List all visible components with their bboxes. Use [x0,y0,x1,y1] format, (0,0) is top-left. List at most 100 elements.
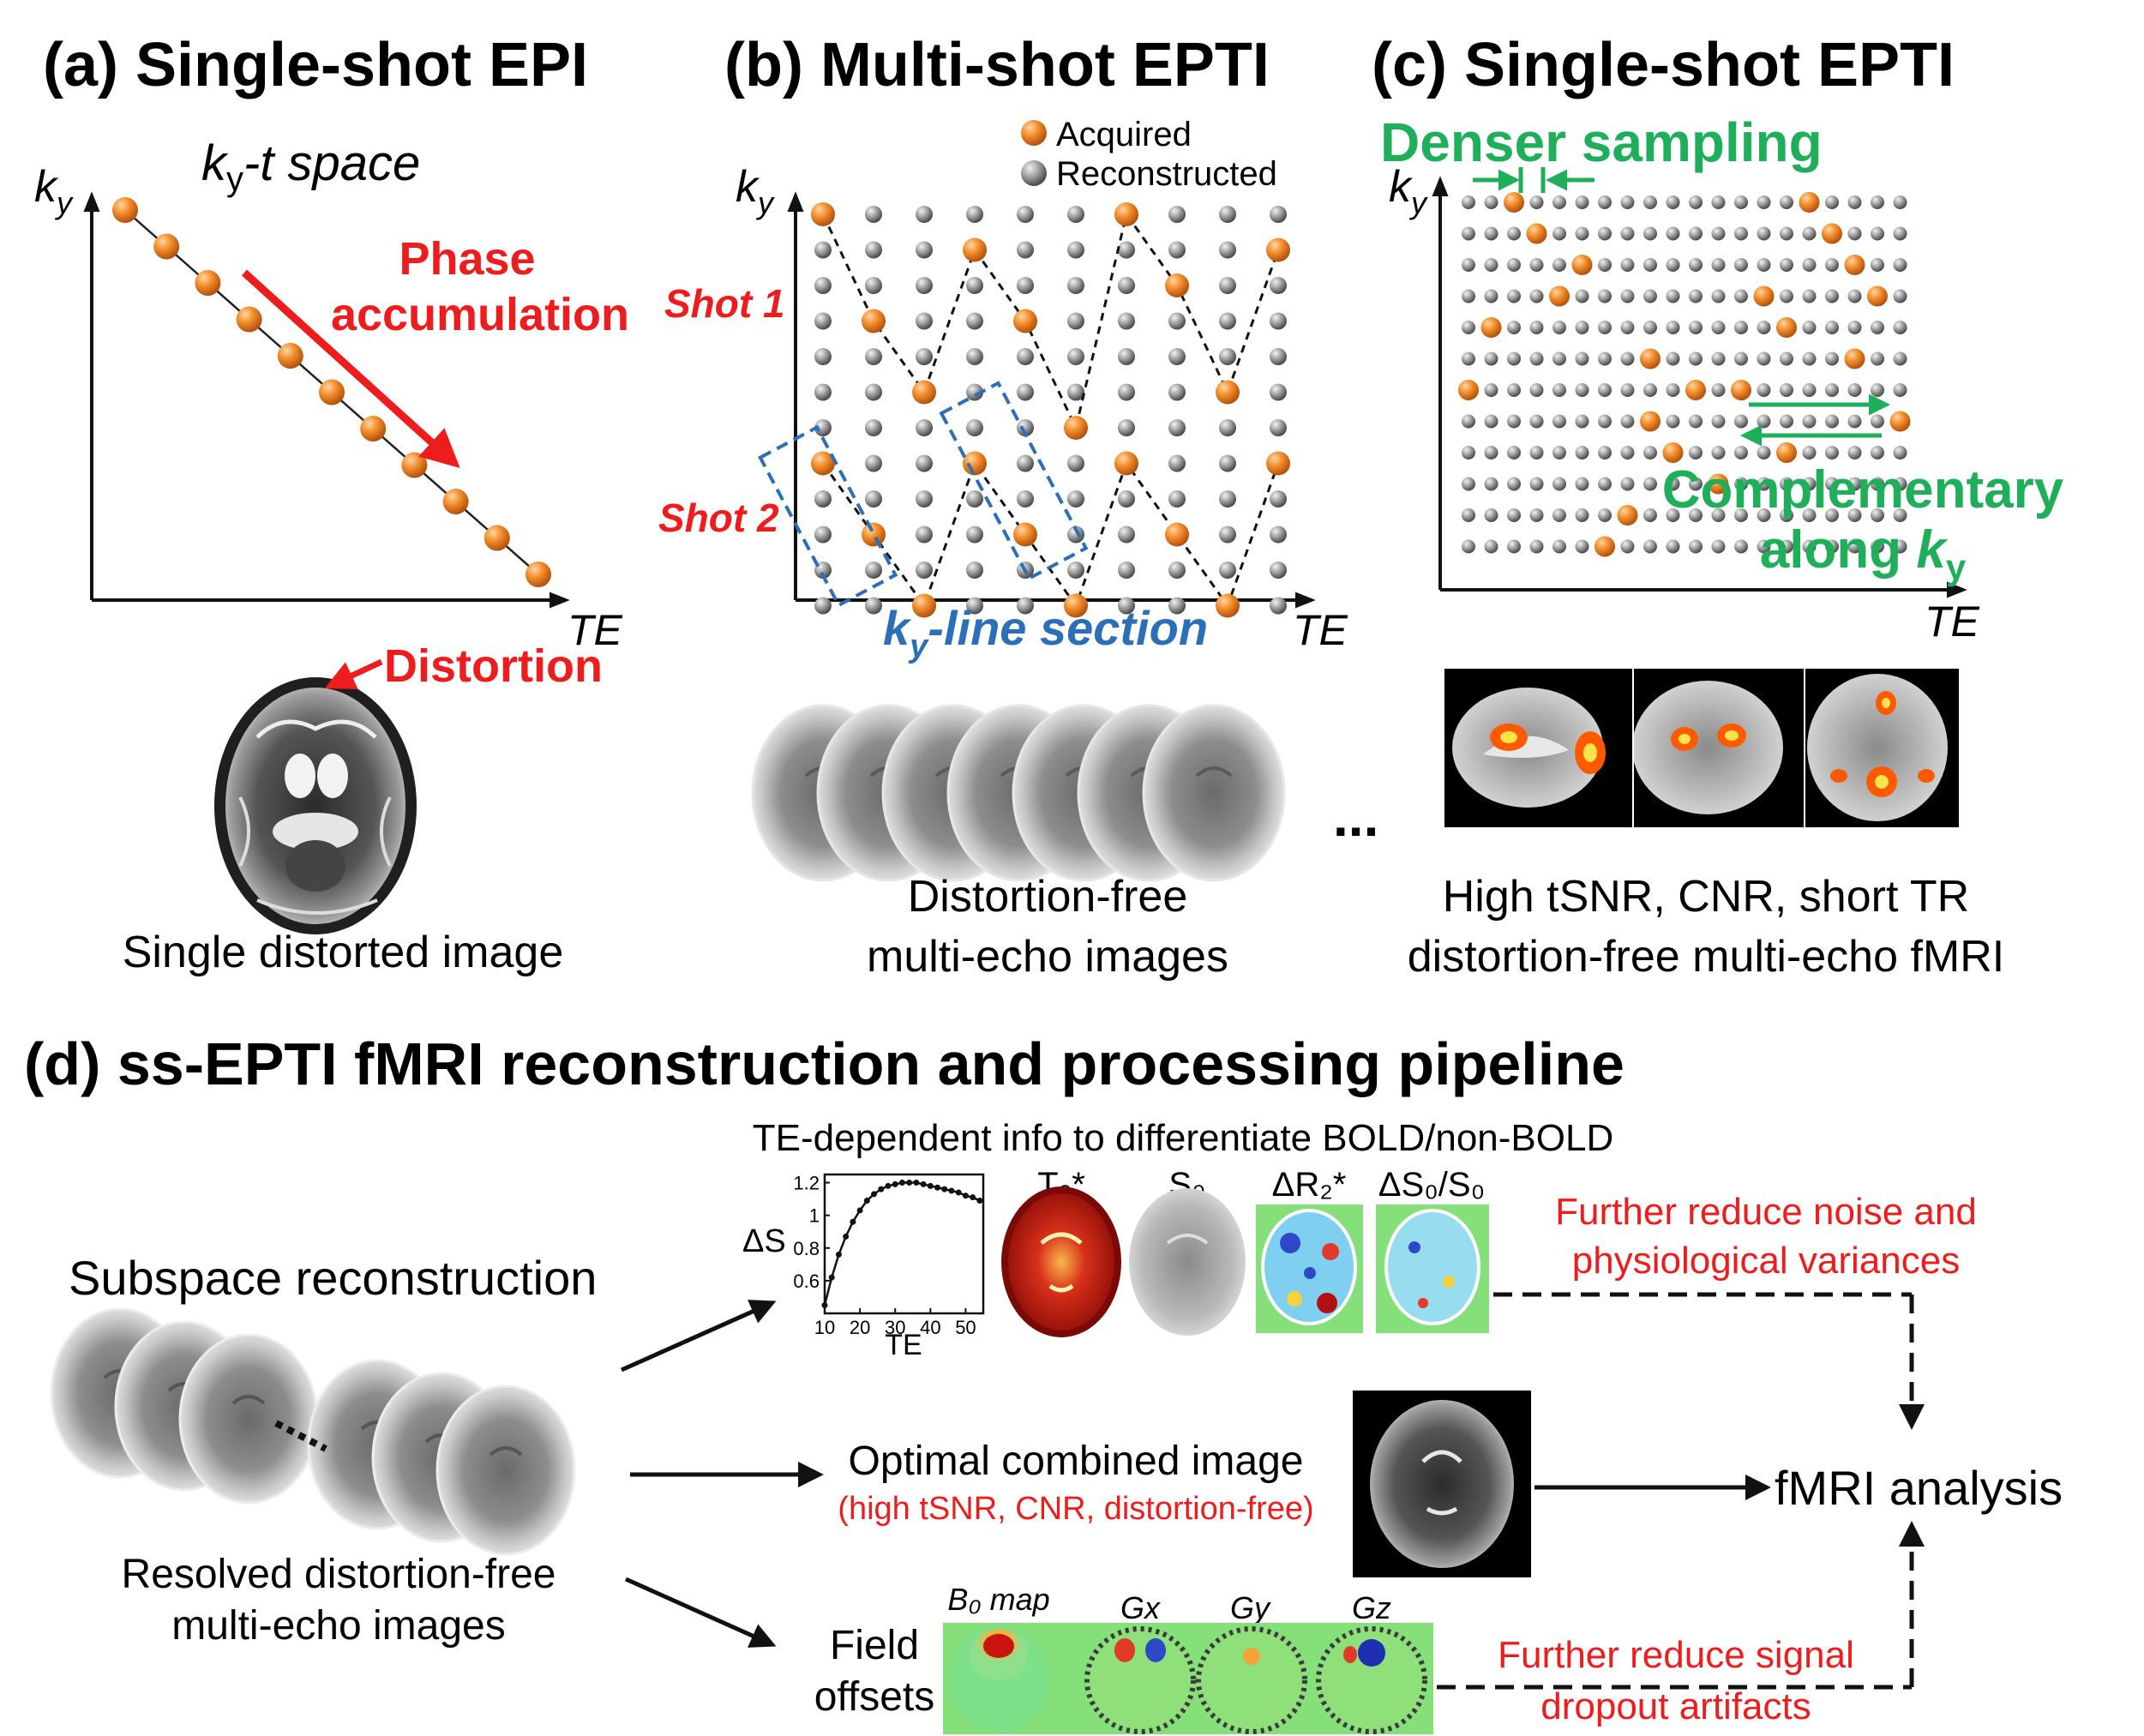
series-point [927,1182,934,1189]
reconstructed-sample [1484,258,1498,272]
reconstructed-sample [1666,477,1680,491]
reconstructed-sample [1462,414,1475,429]
reconstructed-sample [1757,195,1771,209]
echo-image-brain [1142,704,1286,882]
reconstructed-sample [966,419,983,436]
reconstructed-sample [1802,226,1817,241]
reconstructed-sample [1825,351,1839,366]
epi-sample [401,452,428,478]
dr2-map [1256,1204,1363,1333]
acquired-sample [1753,285,1775,307]
reconstructed-sample [1711,539,1726,554]
reconstructed-sample [1598,195,1612,209]
acquired-sample [1064,416,1088,440]
reconstructed-sample [1529,383,1544,397]
reconstructed-sample [865,597,882,615]
reconstructed-sample [1620,539,1635,554]
epi-sample [442,489,469,514]
phase-label-line1: Phase [399,233,535,285]
dr2-map-label: ΔR₂* [1272,1166,1347,1204]
reconstructed-sample [1462,351,1475,366]
acquired-sample [1216,593,1240,618]
legend-reconstructed-dot [1021,160,1047,186]
denser-sampling-label: Denser sampling [1380,111,1823,173]
y-tick-label: 0.6 [793,1270,820,1292]
reconstructed-sample [1017,490,1034,508]
reconstructed-sample [814,597,832,615]
echo-image [1142,704,1286,882]
reconstructed-sample [1689,477,1703,491]
reconstructed-sample [1552,414,1566,429]
reconstructed-sample [865,206,882,223]
phase-label-line2: accumulation [331,289,629,340]
reconstructed-sample [1017,241,1034,259]
stack-dots [274,1420,327,1452]
reconstructed-sample [1462,477,1475,491]
reconstructed-sample [1802,477,1817,491]
acquired-sample [1266,451,1290,476]
reconstructed-sample [1847,477,1862,491]
series-point [913,1180,920,1186]
reconstructed-sample [865,562,882,579]
reconstructed-sample [1757,226,1771,241]
reconstructed-sample [1871,321,1884,334]
reconstructed-sample [1484,351,1498,366]
t2-map [1001,1186,1121,1337]
series-point [856,1207,863,1214]
reconstructed-sample [814,277,832,294]
panel-b-ky-label: ky [736,162,775,220]
reconstructed-sample [1847,289,1862,303]
multi-echo-image-stack [751,704,1286,882]
gx-map-label: Gx [1120,1590,1162,1625]
acquired-sample [1526,223,1547,244]
distorted-brain-image [214,677,417,934]
reconstructed-sample [1893,383,1907,397]
reconstructed-sample [1666,383,1680,397]
acquired-sample [1571,255,1593,275]
reconstructed-sample [1118,277,1135,294]
acquired-sample [1266,237,1290,262]
reconstructed-sample [1893,195,1907,209]
panel-c-title: (c) Single-shot EPTI [1372,31,1955,99]
acquired-sample [1504,192,1524,213]
reconstructed-sample [1802,383,1817,397]
reconstructed-sample [1529,289,1544,303]
reconstructed-sample [1825,477,1839,491]
reconstructed-sample [1118,562,1135,579]
panel-b-ky-k: k [736,162,760,212]
reconstructed-sample [1847,539,1862,554]
epi-sample [483,525,510,551]
reconstructed-sample [1666,226,1680,241]
series-point [878,1186,885,1192]
reconstructed-sample [916,206,933,223]
x-tick-label: 30 [885,1317,905,1338]
acquired-sample [1549,285,1570,307]
reconstructed-sample [1847,321,1862,334]
reconstructed-sample [1711,383,1726,397]
reconstructed-sample [1802,258,1817,272]
resolved-image-stack [50,1307,576,1556]
panel-a-ky-y: y [54,185,74,220]
reconstructed-sample [1802,321,1817,334]
reconstructed-sample [1598,258,1612,272]
mini-chart-y-ticks: 1.210.80.6 [793,1173,830,1292]
reconstructed-sample [1780,258,1793,272]
reconstructed-sample [1270,562,1287,579]
phase-accumulation-arrow [241,269,460,469]
reconstructed-sample [1620,195,1635,209]
series-point [948,1187,955,1194]
reconstructed-sample [1484,446,1498,460]
reconstructed-sample [1711,508,1726,522]
reconstructed-sample [1507,351,1521,366]
reconstructed-sample [1168,241,1186,259]
reconstructed-sample [1462,289,1475,303]
x-tick-label: 20 [850,1317,870,1338]
echo-image-ventricle [1195,766,1233,778]
reconstructed-sample [1575,289,1589,303]
reconstructed-sample [1780,414,1793,429]
ky-line-section-label: ky-line section [883,601,1208,664]
panel-a-te-label: TE [568,606,623,654]
ds0-map-label: ΔS₀/S₀ [1378,1166,1485,1204]
reconstructed-sample [1689,195,1703,209]
reconstructed-sample [1168,312,1186,330]
